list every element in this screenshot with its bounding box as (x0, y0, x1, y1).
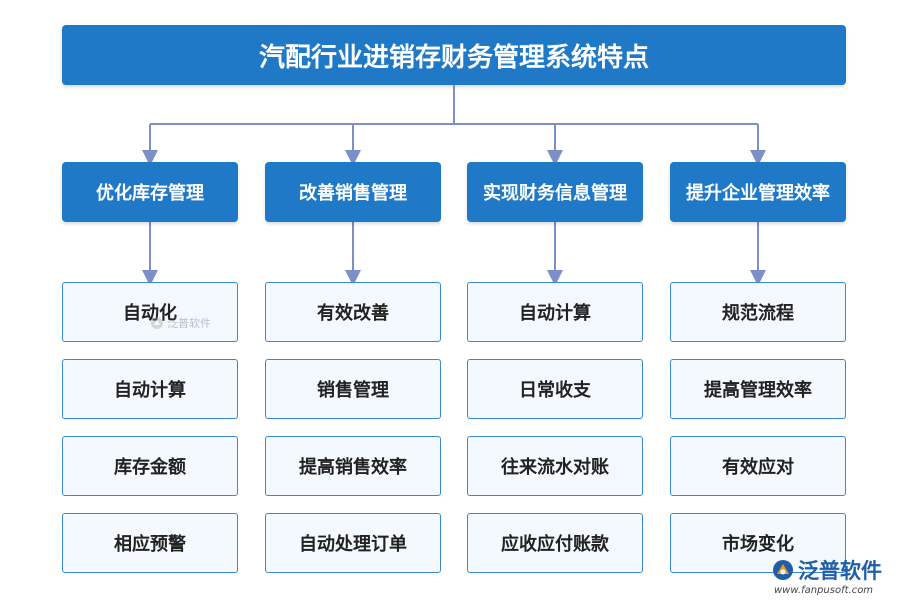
watermark-small: 泛普软件 (150, 315, 211, 331)
logo-icon (151, 317, 163, 329)
watermark-brand: 泛普软件 www.fanpusoft.com (772, 555, 882, 596)
item-box: 自动计算 (467, 282, 643, 342)
item-box: 销售管理 (265, 359, 441, 419)
category-box-finance: 实现财务信息管理 (467, 162, 643, 222)
item-box: 往来流水对账 (467, 436, 643, 496)
category-box-efficiency: 提升企业管理效率 (670, 162, 846, 222)
item-box: 自动化 (62, 282, 238, 342)
item-box: 有效改善 (265, 282, 441, 342)
item-box: 应收应付账款 (467, 513, 643, 573)
diagram-title: 汽配行业进销存财务管理系统特点 (62, 25, 846, 85)
item-box: 规范流程 (670, 282, 846, 342)
item-box: 日常收支 (467, 359, 643, 419)
item-box: 提高管理效率 (670, 359, 846, 419)
category-box-sales: 改善销售管理 (265, 162, 441, 222)
watermark-brand-name: 泛普软件 (798, 559, 882, 583)
item-box: 自动计算 (62, 359, 238, 419)
item-box: 相应预警 (62, 513, 238, 573)
logo-icon (773, 560, 793, 580)
item-box: 自动处理订单 (265, 513, 441, 573)
category-box-inventory: 优化库存管理 (62, 162, 238, 222)
item-box: 库存金额 (62, 436, 238, 496)
watermark-small-text: 泛普软件 (167, 317, 211, 330)
item-box: 有效应对 (670, 436, 846, 496)
item-box: 提高销售效率 (265, 436, 441, 496)
item-box: 市场变化 (670, 513, 846, 573)
watermark-url: www.fanpusoft.com (774, 585, 874, 596)
